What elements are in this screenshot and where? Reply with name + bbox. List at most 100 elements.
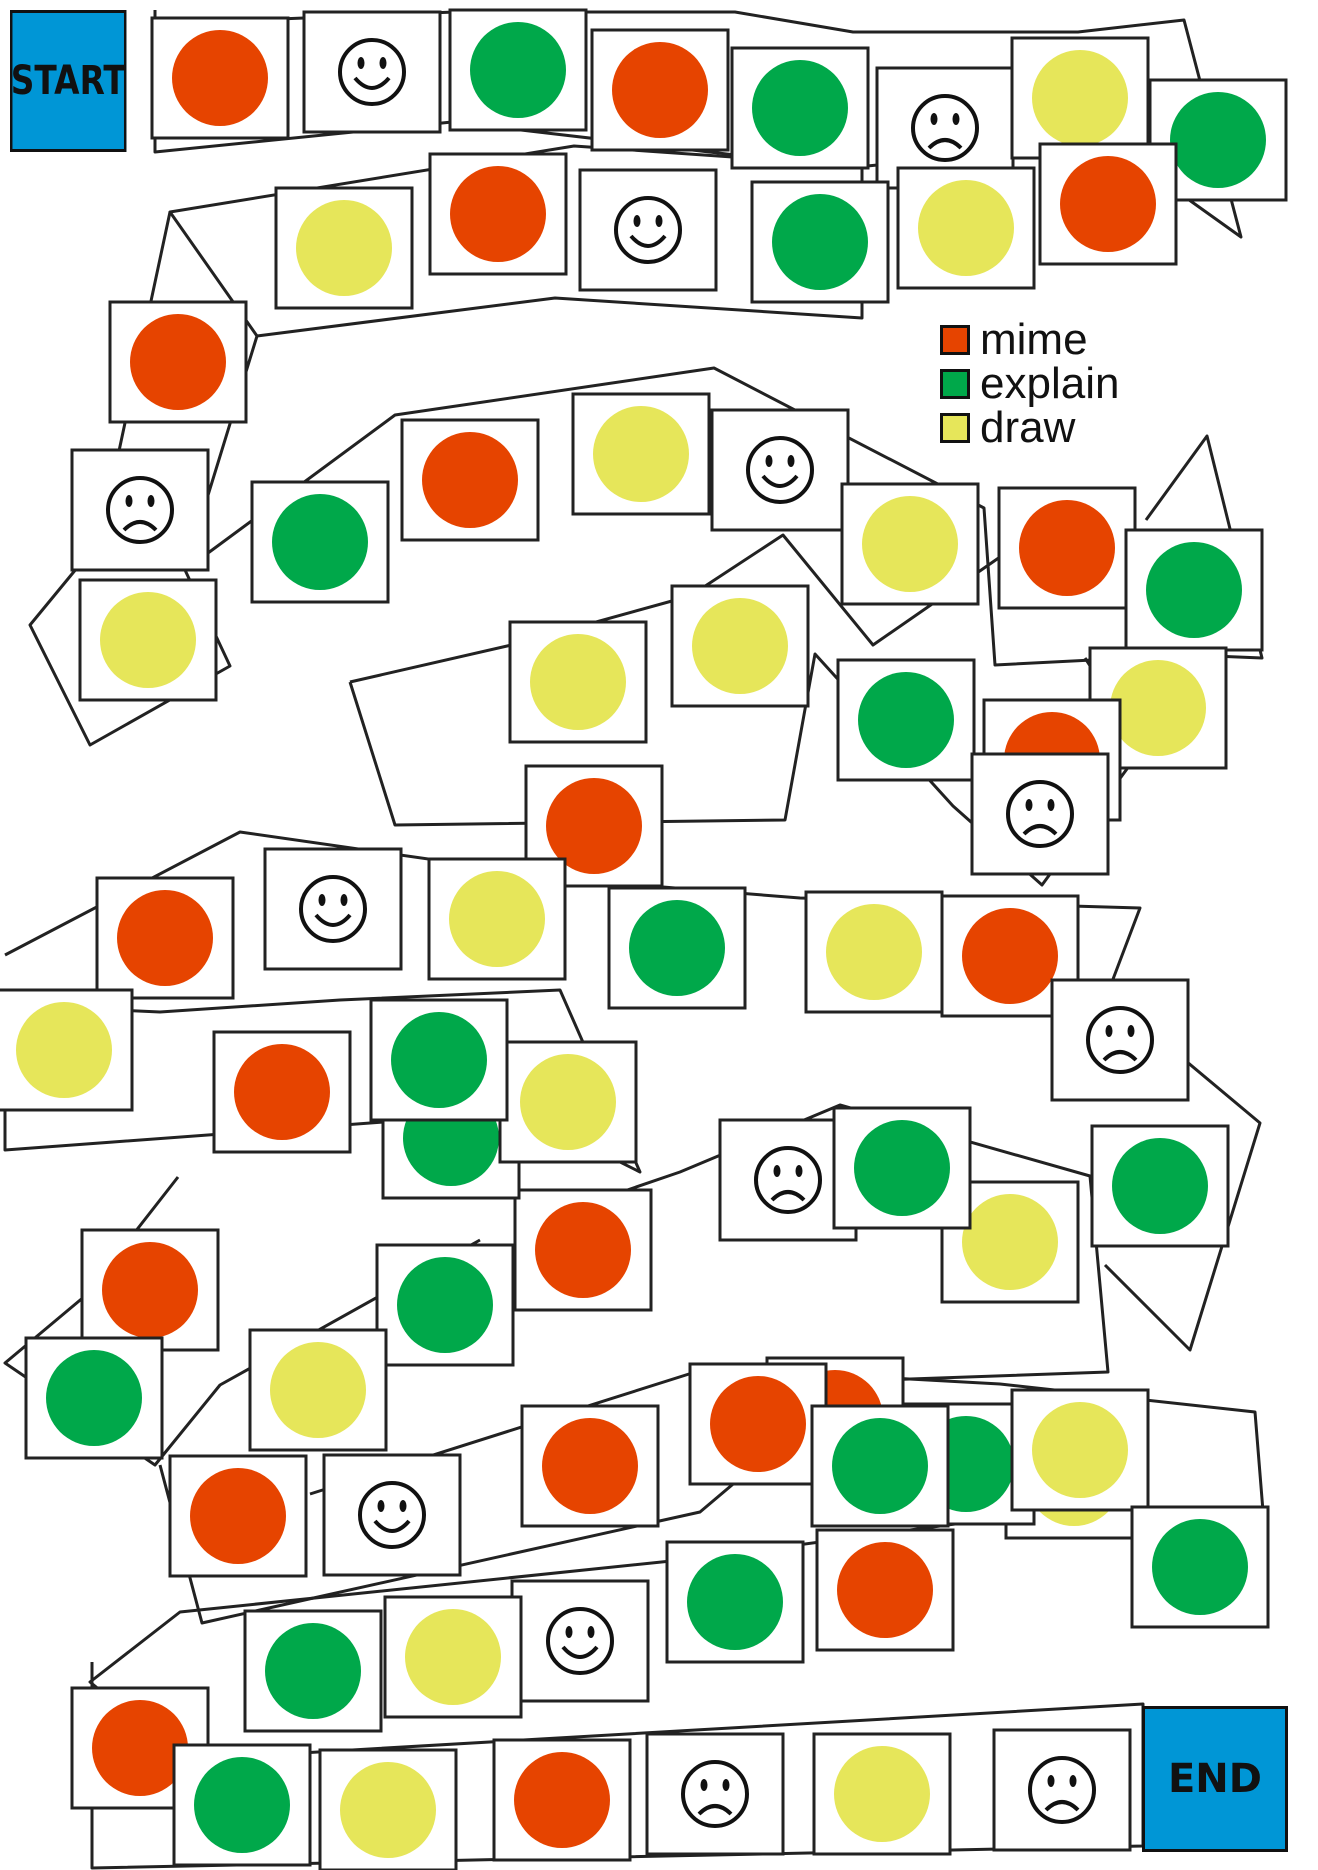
board-space-61[interactable] xyxy=(1012,1390,1148,1510)
green-circle xyxy=(832,1418,928,1514)
red-circle xyxy=(172,30,268,126)
board-space-47[interactable] xyxy=(371,1000,507,1120)
board-space-43[interactable] xyxy=(515,1190,651,1310)
yellow-circle xyxy=(296,200,392,296)
board-space-17[interactable] xyxy=(80,580,216,700)
red-circle xyxy=(190,1468,286,1564)
board-space-51[interactable] xyxy=(82,1230,218,1350)
yellow-circle xyxy=(270,1342,366,1438)
board-space-63[interactable] xyxy=(817,1530,953,1650)
board-space-9[interactable] xyxy=(1040,144,1176,264)
end-space[interactable]: END xyxy=(1142,1706,1288,1852)
board-space-29[interactable] xyxy=(672,586,808,706)
yellow-circle xyxy=(826,904,922,1000)
board-space-2[interactable] xyxy=(304,12,440,132)
board-space-24[interactable] xyxy=(1126,530,1262,650)
board-space-5[interactable] xyxy=(732,48,868,168)
yellow-circle xyxy=(1032,1402,1128,1498)
board-space-53[interactable] xyxy=(26,1338,162,1458)
start-space[interactable]: START xyxy=(10,10,126,152)
board-space-45[interactable] xyxy=(500,1042,636,1162)
board-space-15[interactable] xyxy=(110,302,246,422)
draw-swatch xyxy=(940,413,970,443)
yellow-circle xyxy=(834,1746,930,1842)
green-circle xyxy=(1146,542,1242,638)
yellow-circle xyxy=(593,406,689,502)
board-space-74[interactable] xyxy=(994,1730,1130,1850)
red-circle xyxy=(837,1542,933,1638)
board-space-35[interactable] xyxy=(609,888,745,1008)
board-space-50[interactable] xyxy=(250,1330,386,1450)
board-space-32[interactable] xyxy=(97,878,233,998)
green-circle xyxy=(397,1257,493,1353)
legend-item-draw: draw xyxy=(940,406,1119,450)
board-space-27[interactable] xyxy=(838,660,974,780)
green-circle xyxy=(854,1120,950,1216)
red-circle xyxy=(117,890,213,986)
board-space-28[interactable] xyxy=(972,754,1108,874)
board-space-73[interactable] xyxy=(814,1734,950,1854)
board-space-58[interactable] xyxy=(522,1406,658,1526)
board-space-38[interactable] xyxy=(1052,980,1188,1100)
board-space-21[interactable] xyxy=(712,410,848,530)
board-space-10[interactable] xyxy=(898,168,1034,288)
green-circle xyxy=(470,22,566,118)
board-space-70[interactable] xyxy=(320,1750,456,1870)
board-space-4[interactable] xyxy=(592,30,728,150)
yellow-circle xyxy=(449,871,545,967)
board-space-12[interactable] xyxy=(580,170,716,290)
board-space-57[interactable] xyxy=(324,1455,460,1575)
board-space-16[interactable] xyxy=(72,450,208,570)
green-circle xyxy=(687,1554,783,1650)
board-space-67[interactable] xyxy=(245,1611,381,1731)
red-circle xyxy=(1019,500,1115,596)
green-circle xyxy=(265,1623,361,1719)
board-space-13[interactable] xyxy=(430,154,566,274)
board-space-59[interactable] xyxy=(690,1364,826,1484)
board-space-72[interactable] xyxy=(647,1734,783,1854)
yellow-circle xyxy=(962,1194,1058,1290)
yellow-circle xyxy=(340,1762,436,1858)
yellow-circle xyxy=(862,496,958,592)
board-space-7[interactable] xyxy=(1012,38,1148,158)
board-space-60[interactable] xyxy=(812,1406,948,1526)
board-space-64[interactable] xyxy=(667,1542,803,1662)
board-space-66[interactable] xyxy=(385,1597,521,1717)
yellow-circle xyxy=(405,1609,501,1705)
red-circle xyxy=(962,908,1058,1004)
board-space-18[interactable] xyxy=(252,482,388,602)
green-circle xyxy=(272,494,368,590)
board-space-14[interactable] xyxy=(276,188,412,308)
board-space-62[interactable] xyxy=(1132,1507,1268,1627)
yellow-circle xyxy=(1032,50,1128,146)
explain-swatch xyxy=(940,369,970,399)
board-space-39[interactable] xyxy=(1092,1126,1228,1246)
board-space-23[interactable] xyxy=(999,488,1135,608)
green-circle xyxy=(772,194,868,290)
board-space-46[interactable] xyxy=(214,1032,350,1152)
board-space-20[interactable] xyxy=(573,394,709,514)
yellow-circle xyxy=(100,592,196,688)
legend-label-mime: mime xyxy=(980,318,1088,362)
red-circle xyxy=(535,1202,631,1298)
green-circle xyxy=(1112,1138,1208,1234)
board-space-33[interactable] xyxy=(265,849,401,969)
board-space-11[interactable] xyxy=(752,182,888,302)
board-space-71[interactable] xyxy=(494,1740,630,1860)
board-space-3[interactable] xyxy=(450,10,586,130)
red-circle xyxy=(130,314,226,410)
board-space-22[interactable] xyxy=(842,484,978,604)
board-space-69[interactable] xyxy=(174,1745,310,1865)
board-space-52[interactable] xyxy=(170,1456,306,1576)
yellow-circle xyxy=(692,598,788,694)
board-space-30[interactable] xyxy=(510,622,646,742)
board-space-49[interactable] xyxy=(377,1245,513,1365)
board-space-19[interactable] xyxy=(402,420,538,540)
board-space-34[interactable] xyxy=(429,859,565,979)
red-circle xyxy=(514,1752,610,1848)
board-space-42[interactable] xyxy=(834,1108,970,1228)
board-space-65[interactable] xyxy=(512,1581,648,1701)
board-space-36[interactable] xyxy=(806,892,942,1012)
board-space-1[interactable] xyxy=(152,18,288,138)
board-space-48[interactable] xyxy=(0,990,132,1110)
